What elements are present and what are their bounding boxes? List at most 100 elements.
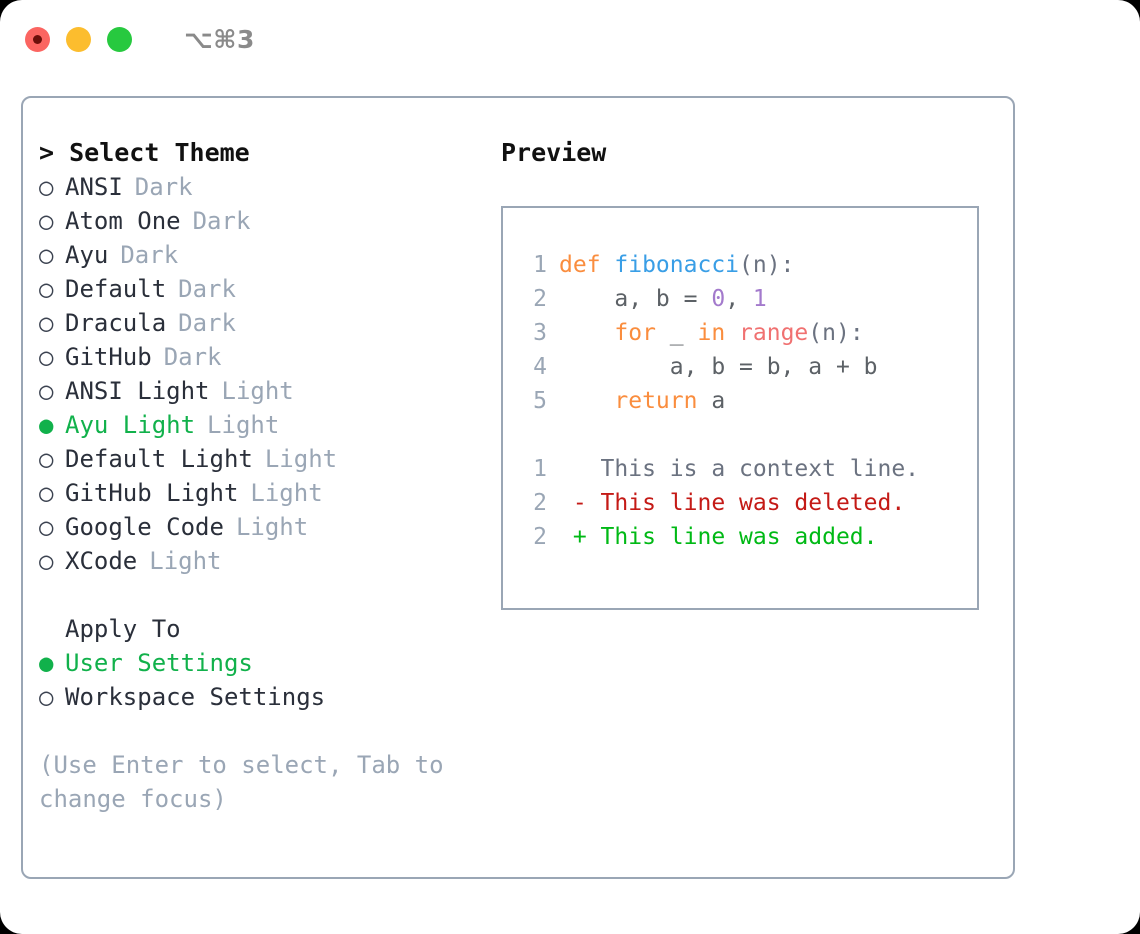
code-token: fibonacci (614, 252, 740, 278)
code-token: return (614, 388, 698, 414)
radio-unselected-icon: ○ (39, 377, 54, 405)
code-token: 0 (711, 286, 726, 312)
theme-list-item[interactable]: ○ GitHub Dark (39, 340, 499, 374)
theme-name-label: GitHub (65, 343, 152, 371)
theme-kind-label: Dark (178, 309, 236, 337)
line-number: 4 (533, 354, 547, 380)
apply-to-option[interactable]: ● User Settings (39, 646, 499, 680)
diff-sign: + (559, 524, 601, 550)
radio-unselected-icon: ○ (39, 683, 54, 711)
apply-to-options[interactable]: ● User Settings ○ Workspace Settings (39, 646, 499, 714)
close-button-icon[interactable] (25, 26, 50, 52)
theme-name-label: ANSI (65, 173, 123, 201)
diff-line: 1 This is a context line. (517, 452, 977, 486)
code-line-text: for _ in range(n): (559, 316, 864, 350)
code-token (559, 388, 614, 414)
theme-name-label: XCode (65, 547, 138, 575)
code-line: 2 a, b = 0, 1 (517, 282, 977, 316)
line-number: 5 (533, 388, 547, 414)
code-token: a (697, 388, 726, 414)
theme-name-label: Ayu (65, 241, 109, 269)
window-controls (25, 26, 132, 52)
theme-kind-label: Light (264, 445, 338, 473)
radio-unselected-icon: ○ (39, 309, 54, 337)
diff-line: 2 + This line was added. (517, 520, 977, 554)
zoom-button-icon[interactable] (107, 26, 132, 52)
diff-line-text: This line was added. (600, 524, 878, 550)
radio-unselected-icon: ○ (39, 207, 54, 235)
diff-line-text: This is a context line. (600, 456, 920, 482)
theme-kind-label: Light (250, 479, 323, 507)
apply-to-option-label: Workspace Settings (65, 683, 326, 711)
theme-kind-label: Dark (178, 275, 236, 303)
theme-list-item[interactable]: ○ Atom One Dark (39, 204, 499, 238)
code-token: in (697, 320, 726, 346)
line-number: 2 (533, 286, 547, 312)
apply-to-option-label: User Settings (65, 649, 253, 677)
theme-kind-label: Dark (120, 241, 179, 269)
code-line: 3 for _ in range(n): (517, 316, 977, 350)
code-token: _ (655, 320, 698, 346)
code-token: a, b = b, a + b (559, 354, 878, 380)
theme-kind-label: Light (235, 513, 309, 541)
title-bar: ⌥⌘3 (0, 0, 1140, 78)
keyboard-shortcut-label: ⌥⌘3 (184, 24, 255, 54)
code-line: 1 def fibonacci(n): (517, 248, 977, 282)
diff-sign (559, 452, 601, 486)
code-token: range (739, 320, 809, 346)
radio-unselected-icon: ○ (39, 343, 54, 371)
diff-sign: - (559, 490, 601, 516)
line-number: 2 (533, 524, 547, 550)
code-token: 1 (752, 286, 767, 312)
select-theme-header: > Select Theme (39, 138, 250, 167)
radio-unselected-icon: ○ (39, 513, 54, 541)
theme-name-label: ANSI Light (65, 377, 210, 405)
radio-selected-icon: ● (39, 411, 54, 439)
code-token: def (559, 252, 615, 278)
theme-name-label: Atom One (65, 207, 181, 235)
code-line: 5 return a (517, 384, 977, 418)
theme-kind-label: Light (207, 411, 280, 439)
keyboard-hint-text: (Use Enter to select, Tab to change focu… (39, 751, 444, 813)
theme-name-label: GitHub Light (65, 479, 239, 507)
theme-kind-label: Dark (192, 207, 251, 235)
theme-kind-label: Dark (134, 173, 193, 201)
line-number: 3 (533, 320, 547, 346)
code-token: for (614, 320, 656, 346)
minimize-button-icon[interactable] (66, 26, 91, 52)
code-token: a, b = (559, 286, 712, 312)
theme-name-label: Default Light (65, 445, 253, 473)
code-token: (n): (808, 320, 864, 346)
diff-line-text: This line was deleted. (600, 490, 906, 516)
code-line-text: return a (559, 384, 725, 418)
line-number: 1 (533, 252, 547, 278)
theme-kind-label: Dark (163, 343, 222, 371)
apply-to-section: Apply To ●User Settings○Workspace Settin… (39, 612, 499, 714)
code-token: (n): (739, 252, 795, 278)
radio-unselected-icon: ○ (39, 275, 54, 303)
radio-unselected-icon: ○ (39, 547, 54, 575)
radio-selected-icon: ● (39, 649, 54, 677)
code-line-text: def fibonacci(n): (559, 248, 794, 282)
preview-title: Preview (501, 138, 607, 167)
apply-to-option[interactable]: ○ Workspace Settings (39, 680, 499, 714)
code-line-text: a, b = b, a + b (559, 350, 878, 384)
code-token (559, 320, 614, 346)
recording-dot-icon (33, 34, 42, 44)
